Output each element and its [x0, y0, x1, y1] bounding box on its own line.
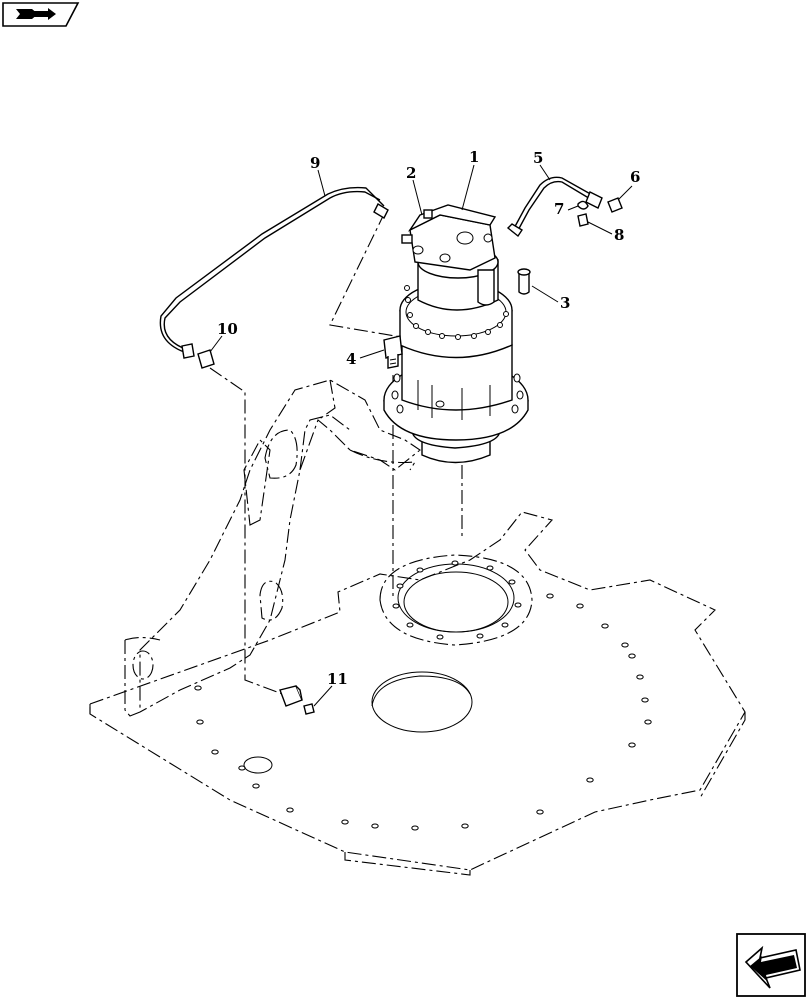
- callout-3[interactable]: 3: [560, 294, 570, 312]
- o-ring-7: [577, 200, 589, 210]
- callout-5[interactable]: 5: [533, 149, 543, 167]
- plug-8: [577, 213, 589, 227]
- boom-bracket: [124, 379, 421, 717]
- plate-center-hole: [371, 671, 473, 733]
- callout-6[interactable]: 6: [630, 168, 640, 186]
- grease-hole: [243, 756, 273, 774]
- plate-holes: [194, 593, 652, 831]
- adapter-10: [197, 349, 215, 369]
- mounting-bolt: [383, 335, 403, 369]
- callout-7[interactable]: 7: [554, 200, 564, 218]
- hose-9: [159, 186, 389, 359]
- dowel-pin: [517, 268, 531, 295]
- swing-motor: [383, 204, 529, 464]
- callout-4[interactable]: 4: [346, 350, 356, 368]
- book-arrow-icon[interactable]: [2, 2, 80, 27]
- callout-9[interactable]: 9: [310, 154, 320, 172]
- block-11: [279, 685, 315, 715]
- callout-10[interactable]: 10: [217, 320, 238, 338]
- base-plate: [89, 511, 746, 876]
- callout-8[interactable]: 8: [614, 226, 624, 244]
- callout-1[interactable]: 1: [469, 148, 479, 166]
- leader-lines: [209, 164, 633, 707]
- callout-11[interactable]: 11: [327, 670, 348, 688]
- next-page-arrow-icon[interactable]: [736, 933, 806, 997]
- bearing-ring: [379, 554, 533, 646]
- hose-5: [506, 176, 603, 238]
- callout-2[interactable]: 2: [406, 164, 416, 182]
- fitting-6: [607, 197, 623, 213]
